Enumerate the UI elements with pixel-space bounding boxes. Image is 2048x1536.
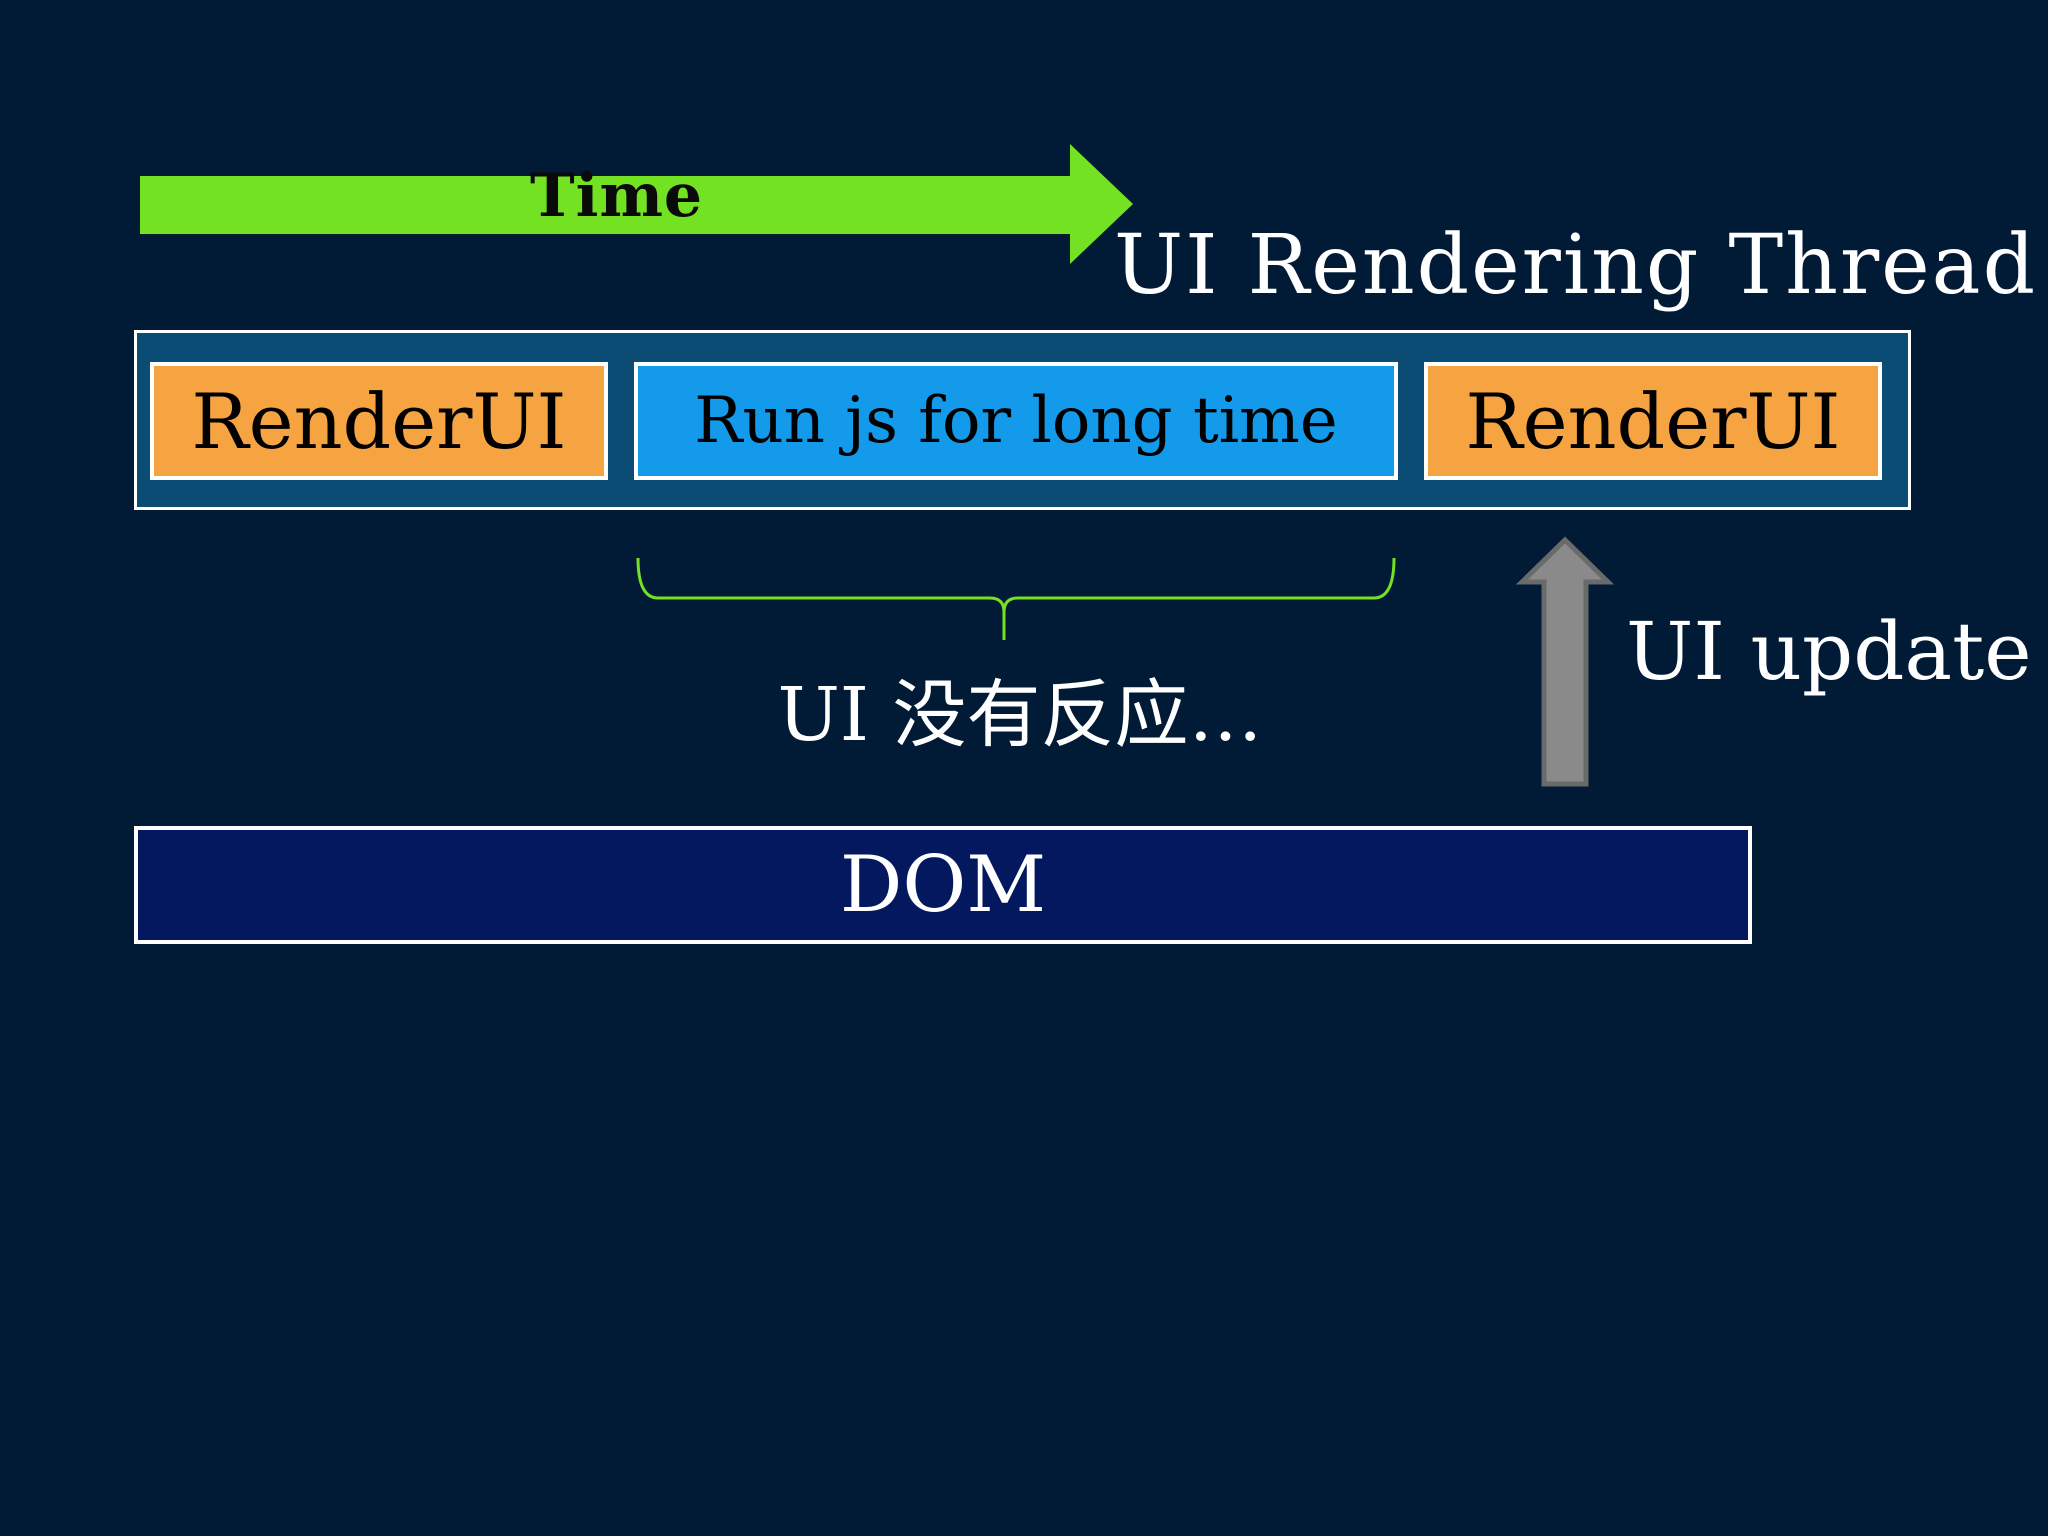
no-response-text: UI 没有反应… xyxy=(777,672,1263,758)
run-js-block: Run js for long time xyxy=(634,362,1398,480)
render-ui-block-1: RenderUI xyxy=(150,362,608,480)
time-label: Time xyxy=(530,161,704,231)
time-arrow xyxy=(140,144,1133,264)
thread-title: UI Rendering Thread xyxy=(1114,218,2038,313)
render-ui-block-2: RenderUI xyxy=(1424,362,1882,480)
ui-update-arrow xyxy=(1516,536,1614,787)
dom-box: DOM xyxy=(134,826,1752,944)
brace xyxy=(636,557,1396,640)
ui-update-label: UI update xyxy=(1626,605,2032,698)
